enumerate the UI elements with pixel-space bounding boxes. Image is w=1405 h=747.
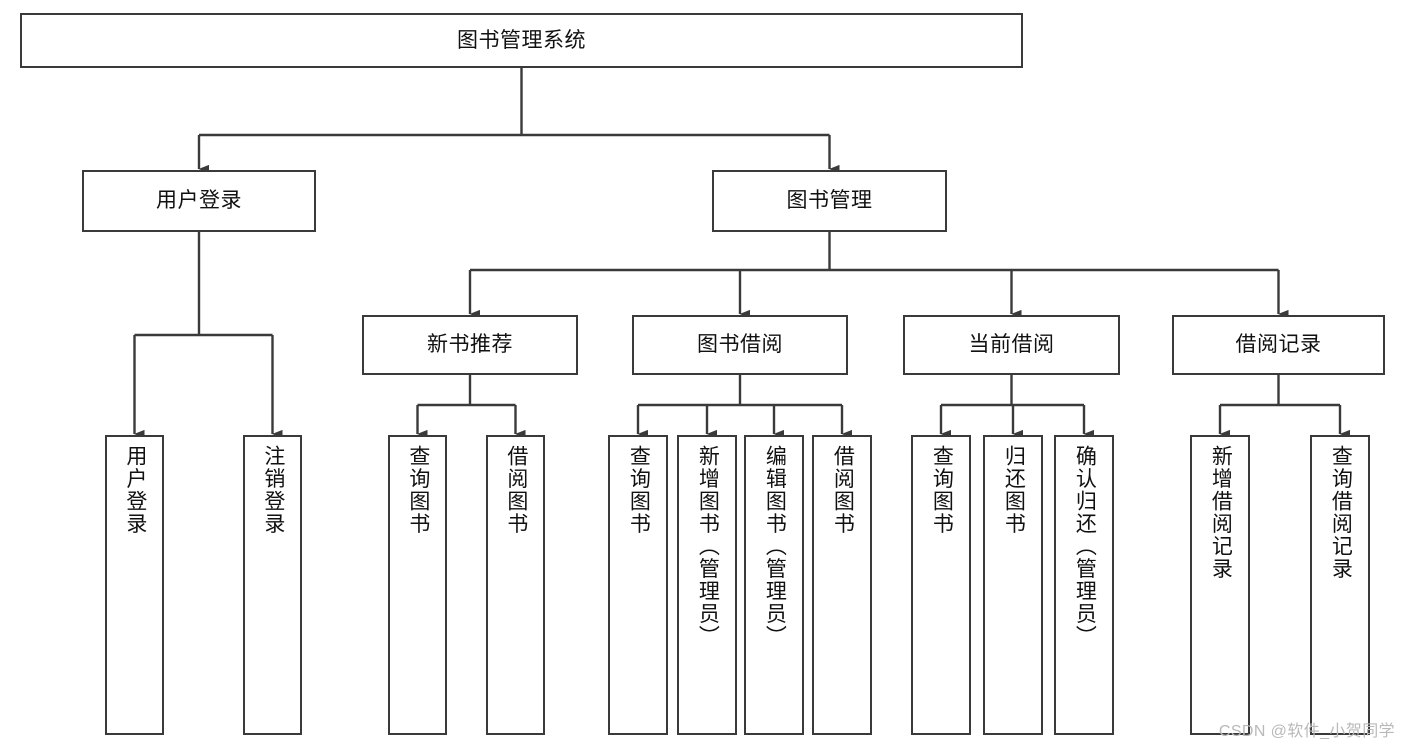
node-label: 确认归还（管理员） [1073,445,1097,648]
node-book-borrow[interactable]: 图书借阅 [632,315,848,375]
node-leaf-return-book[interactable]: 归还图书 [983,435,1043,735]
node-leaf-query-book-recommend[interactable]: 查询图书 [388,435,447,735]
node-label: 借阅图书 [831,445,855,535]
node-label: 查询图书 [930,445,954,535]
node-leaf-query-book-borrow[interactable]: 查询图书 [608,435,668,735]
node-label: 归还图书 [1002,445,1026,535]
node-leaf-query-book-current[interactable]: 查询图书 [911,435,971,735]
node-borrow-record[interactable]: 借阅记录 [1172,315,1385,375]
node-leaf-borrow-book-recommend[interactable]: 借阅图书 [486,435,545,735]
node-leaf-borrow-book[interactable]: 借阅图书 [812,435,872,735]
node-label: 新增借阅记录 [1209,445,1233,580]
node-label: 图书管理系统 [457,28,586,52]
node-label: 查询图书 [627,445,651,535]
node-leaf-confirm-return[interactable]: 确认归还（管理员） [1054,435,1114,735]
node-label: 用户登录 [156,189,242,213]
node-current-borrow[interactable]: 当前借阅 [903,315,1120,375]
node-label: 新增图书（管理员） [696,445,720,648]
node-leaf-query-borrow-record[interactable]: 查询借阅记录 [1310,435,1370,735]
node-leaf-user-login[interactable]: 用户登录 [105,435,164,735]
connector-layer [133,68,1350,439]
node-label: 注销登录 [261,445,285,535]
node-label: 用户登录 [123,445,147,535]
node-label: 借阅图书 [504,445,528,535]
node-root[interactable]: 图书管理系统 [20,13,1023,68]
node-leaf-edit-book[interactable]: 编辑图书（管理员） [744,435,804,735]
node-label: 查询图书 [406,445,430,535]
node-user-login[interactable]: 用户登录 [82,170,316,232]
node-label: 图书借阅 [697,333,783,357]
node-leaf-logout-login[interactable]: 注销登录 [243,435,302,735]
node-book-manage[interactable]: 图书管理 [712,170,947,232]
node-label: 借阅记录 [1235,333,1322,357]
node-label: 当前借阅 [968,333,1055,357]
node-label: 图书管理 [786,189,873,213]
node-leaf-add-book[interactable]: 新增图书（管理员） [677,435,737,735]
node-new-book-recommend[interactable]: 新书推荐 [362,315,578,375]
node-label: 编辑图书（管理员） [763,445,787,648]
node-leaf-add-borrow-record[interactable]: 新增借阅记录 [1190,435,1250,735]
node-label: 新书推荐 [427,333,513,357]
node-label: 查询借阅记录 [1329,445,1353,580]
